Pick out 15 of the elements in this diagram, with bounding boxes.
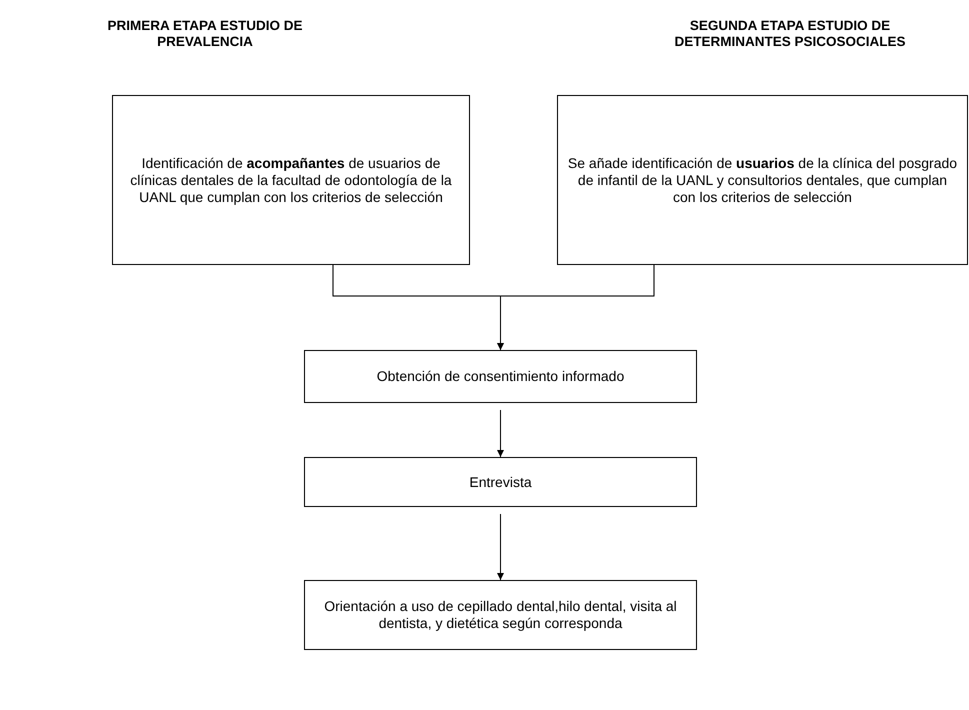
box-text: Entrevista	[469, 474, 532, 490]
arrow	[497, 264, 654, 350]
process-box	[304, 580, 697, 650]
process-box	[557, 95, 968, 265]
process-box	[304, 350, 697, 403]
box-text: Identificación de acompañantes de usuarios de clínicas dentales de la facultad de odontología de la UANL que cumplan con los criterios de selección	[129, 154, 453, 206]
stage-heading: SEGUNDA ETAPA ESTUDIO DE DETERMINANTES PSICOSOCIALES	[673, 18, 907, 50]
arrow	[497, 514, 504, 580]
box-text: Orientación a uso de cepillado dental,hilo dental, visita al dentista, y dietética según corresponda	[323, 598, 678, 632]
process-box	[304, 457, 697, 507]
box-text: Obtención de consentimiento informado	[376, 368, 624, 385]
process-box	[112, 95, 470, 265]
arrow	[497, 410, 504, 458]
stage-heading: PRIMERA ETAPA ESTUDIO DE PREVALENCIA	[106, 18, 304, 50]
box-text: Se añade identificación de usuarios de la clínica del posgrado de infantil de la UANL y consultorios dentales, que cumplan con los criterios de selección	[566, 154, 958, 206]
